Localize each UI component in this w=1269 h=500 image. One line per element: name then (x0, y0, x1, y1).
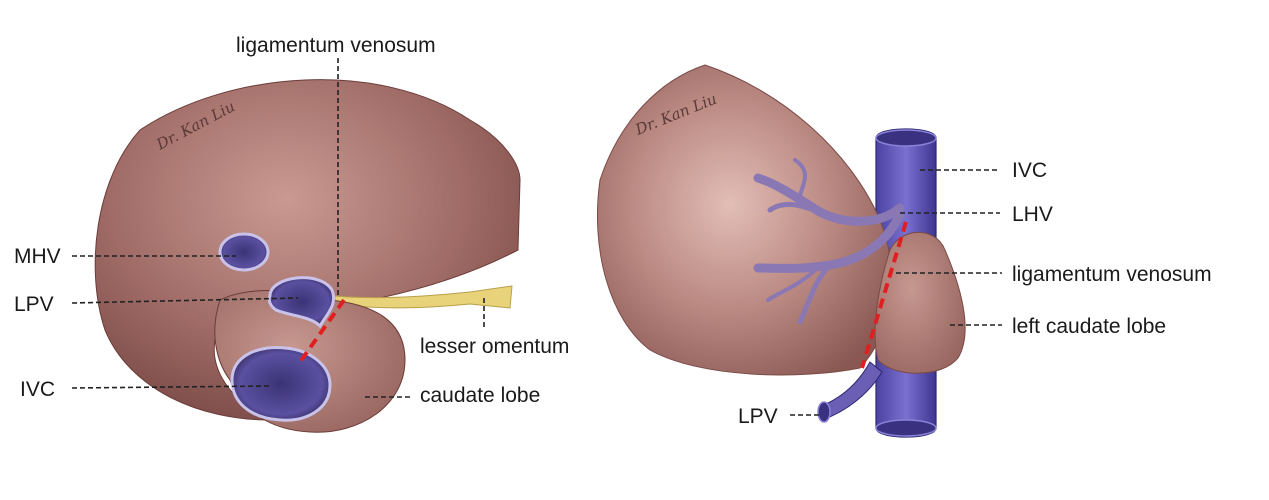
label-lpv-left: LPV (14, 293, 54, 316)
label-lesser-omentum: lesser omentum (420, 335, 569, 358)
right-fissure-line (860, 221, 908, 369)
ivc-opening (230, 345, 332, 422)
leader-ivc-left (71, 385, 271, 389)
label-lpv-right: LPV (738, 405, 778, 428)
label-ligamentum-venosum-left: ligamentum venosum (236, 34, 436, 57)
label-ligamentum-venosum-right: ligamentum venosum (1012, 263, 1212, 286)
lesser-omentum-band (334, 285, 513, 309)
left-liver-figure: Dr. Kan Liu (94, 79, 521, 433)
label-lhv: LHV (1012, 203, 1053, 226)
ivc-bottom-opening (875, 419, 937, 437)
label-ivc-left: IVC (20, 378, 55, 401)
label-left-caudate-lobe: left caudate lobe (1012, 315, 1166, 338)
left-fissure-line (298, 298, 346, 364)
left-caudate-lobe-shape (874, 231, 966, 374)
label-caudate-lobe: caudate lobe (420, 384, 540, 407)
mhv-opening (218, 232, 270, 272)
label-ivc-right: IVC (1012, 159, 1047, 182)
right-leader-lines (790, 169, 1002, 416)
right-liver-figure: Dr. Kan Liu (597, 64, 966, 438)
lpv-opening-right (817, 401, 831, 423)
ivc-top-opening (875, 129, 937, 147)
lhv-branches (753, 158, 905, 325)
left-leader-lines (71, 58, 485, 398)
label-mhv: MHV (14, 245, 61, 268)
lpv-opening (267, 276, 335, 329)
leader-lpv-left (71, 297, 299, 304)
